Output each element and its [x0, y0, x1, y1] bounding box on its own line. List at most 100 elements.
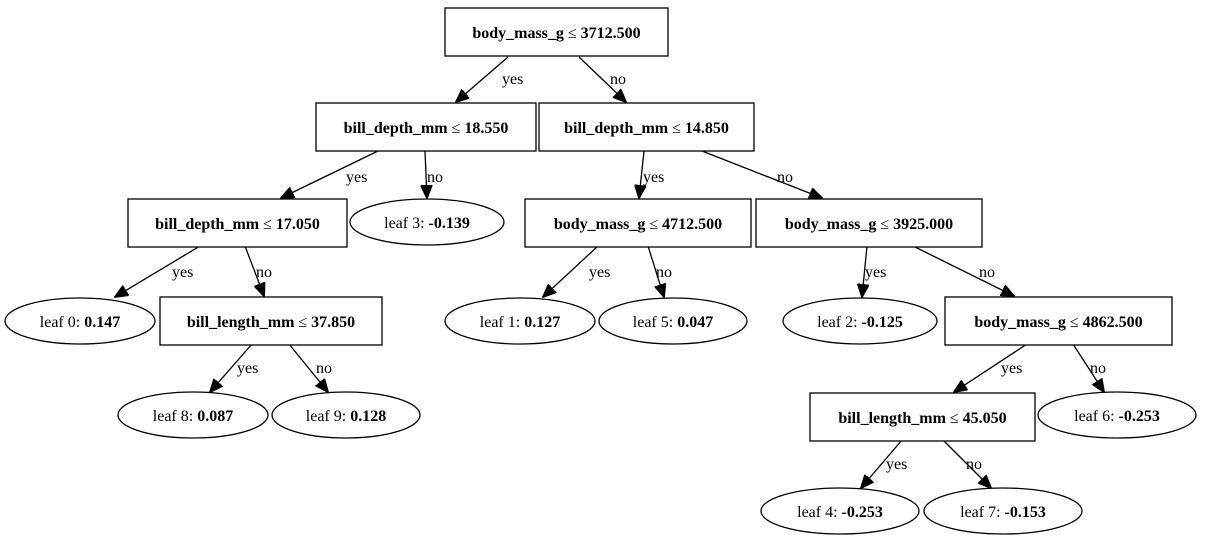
leaf-node-2: leaf 2:-0.125 [782, 297, 938, 345]
edge-label-no: no [1090, 360, 1106, 377]
leaf-name: leaf 8: [153, 408, 193, 425]
svg-text:bill_length_mm≤37.850: bill_length_mm≤37.850 [187, 314, 355, 331]
split-operator: ≤ [880, 216, 889, 233]
split-threshold: 4862.500 [1083, 314, 1143, 331]
leaf-value: -0.253 [842, 504, 883, 521]
leaf-node-4: leaf 4: -0.253 [760, 487, 920, 535]
split-threshold: 17.050 [276, 216, 320, 233]
svg-text:leaf 9:0.128: leaf 9:0.128 [306, 408, 386, 425]
svg-text:bill_depth_mm≤17.050: bill_depth_mm≤17.050 [155, 216, 320, 233]
split-node-bill-length-45: bill_length_mm≤45.050 [809, 392, 1036, 442]
leaf-name: leaf 6: [1074, 408, 1114, 425]
edge-s0-s1 [456, 56, 509, 102]
leaf-name: leaf 2: [817, 314, 857, 331]
edge-s2-s5 [701, 150, 822, 198]
leaf-name: leaf 1: [480, 314, 520, 331]
split-feature: body_mass_g [785, 216, 877, 233]
edge-label-no: no [966, 456, 982, 473]
split-node-bill-depth-18: bill_depth_mm≤18.550 [315, 102, 537, 152]
edge-s0-s2 [578, 56, 626, 102]
svg-text:leaf 1:0.127: leaf 1:0.127 [480, 314, 560, 331]
svg-text:leaf 5:0.047: leaf 5:0.047 [633, 314, 713, 331]
leaf-value: -0.153 [1005, 504, 1046, 521]
edge-s7-s8 [954, 343, 1028, 392]
leaf-node-0: leaf 0:0.147 [4, 297, 156, 345]
edge-label-no: no [610, 71, 626, 88]
leaf-value: 0.128 [350, 408, 386, 425]
edge-s5-s7 [912, 245, 1014, 296]
split-operator: ≤ [1070, 314, 1079, 331]
split-threshold: 45.050 [963, 410, 1007, 427]
edge-s7-l6 [1072, 343, 1104, 392]
edge-s4-l1 [543, 245, 599, 297]
leaf-name: leaf 3: [384, 215, 424, 232]
edge-s1-l3 [425, 150, 427, 198]
split-operator: ≤ [263, 216, 272, 233]
leaf-value: 0.127 [524, 314, 560, 331]
split-threshold: 37.850 [311, 314, 355, 331]
edge-label-no: no [256, 264, 272, 281]
leaf-name: leaf 0: [40, 314, 80, 331]
split-threshold: 18.550 [464, 120, 508, 137]
edge-label-no: no [777, 169, 793, 186]
edge-s8-l7 [942, 439, 991, 488]
svg-text:leaf 3:-0.139: leaf 3:-0.139 [384, 215, 470, 232]
split-node-bill-length-37: bill_length_mm≤37.850 [159, 296, 383, 346]
leaf-name: leaf 5: [633, 314, 673, 331]
edges: yes no yes no yes no yes no yes no yes n… [115, 56, 1106, 488]
split-operator: ≤ [568, 25, 577, 42]
edge-label-no: no [979, 264, 995, 281]
split-node-body-mass-3925: body_mass_g≤3925.000 [755, 198, 983, 248]
edge-s2-s4 [639, 150, 644, 198]
svg-text:body_mass_g≤3925.000: body_mass_g≤3925.000 [785, 216, 953, 233]
edge-label-no: no [656, 264, 672, 281]
svg-text:body_mass_g≤4712.500: body_mass_g≤4712.500 [554, 216, 722, 233]
edge-label-yes: yes [346, 169, 367, 186]
edge-label-no: no [316, 360, 332, 377]
svg-text:bill_depth_mm≤18.550: bill_depth_mm≤18.550 [344, 120, 509, 137]
split-threshold: 14.850 [685, 120, 729, 137]
edge-label-yes: yes [643, 169, 664, 186]
edge-s3-s6 [244, 245, 264, 296]
split-operator: ≤ [672, 120, 681, 137]
leaf-name: leaf 7: [960, 504, 1000, 521]
edge-label-yes: yes [172, 264, 193, 281]
leaf-node-5: leaf 5:0.047 [598, 297, 748, 345]
split-node-bill-depth-17: bill_depth_mm≤17.050 [127, 198, 348, 248]
svg-text:body_mass_g≤4862.500: body_mass_g≤4862.500 [974, 314, 1142, 331]
split-feature: body_mass_g [554, 216, 646, 233]
svg-text:leaf 4:-0.253: leaf 4: -0.253 [797, 504, 883, 521]
split-feature: body_mass_g [974, 314, 1066, 331]
split-feature: body_mass_g [472, 25, 564, 42]
leaf-value: -0.253 [1119, 408, 1160, 425]
leaf-node-9: leaf 9:0.128 [271, 391, 421, 439]
edge-label-yes: yes [886, 456, 907, 473]
leaf-name: leaf 4: [797, 504, 837, 521]
leaf-node-6: leaf 6: -0.253 [1037, 391, 1197, 439]
split-node-body-mass-4712: body_mass_g≤4712.500 [524, 198, 752, 248]
edge-s3-l0 [115, 245, 201, 297]
edge-s6-l8 [210, 343, 253, 392]
edge-s1-s3 [281, 150, 379, 198]
edge-label-yes: yes [237, 360, 258, 377]
edge-label-yes: yes [589, 264, 610, 281]
split-feature: bill_length_mm [838, 410, 946, 427]
edge-s4-l5 [647, 245, 664, 297]
edge-label-yes: yes [1001, 360, 1022, 377]
split-threshold: 4712.500 [662, 216, 722, 233]
split-feature: bill_depth_mm [564, 120, 669, 137]
split-threshold: 3712.500 [581, 25, 641, 42]
split-operator: ≤ [950, 410, 959, 427]
split-operator: ≤ [452, 120, 461, 137]
split-operator: ≤ [298, 314, 307, 331]
leaf-node-7: leaf 7: -0.153 [923, 487, 1083, 535]
split-node-body-mass-root: body_mass_g≤3712.500 [444, 7, 669, 57]
leaf-node-8: leaf 8:0.087 [117, 391, 269, 439]
split-feature: bill_depth_mm [344, 120, 449, 137]
edge-s8-l4 [861, 439, 903, 488]
edge-s6-l9 [288, 343, 328, 392]
leaf-name: leaf 9: [306, 408, 346, 425]
svg-text:leaf 7:-0.153: leaf 7: -0.153 [960, 504, 1046, 521]
split-threshold: 3925.000 [893, 216, 953, 233]
